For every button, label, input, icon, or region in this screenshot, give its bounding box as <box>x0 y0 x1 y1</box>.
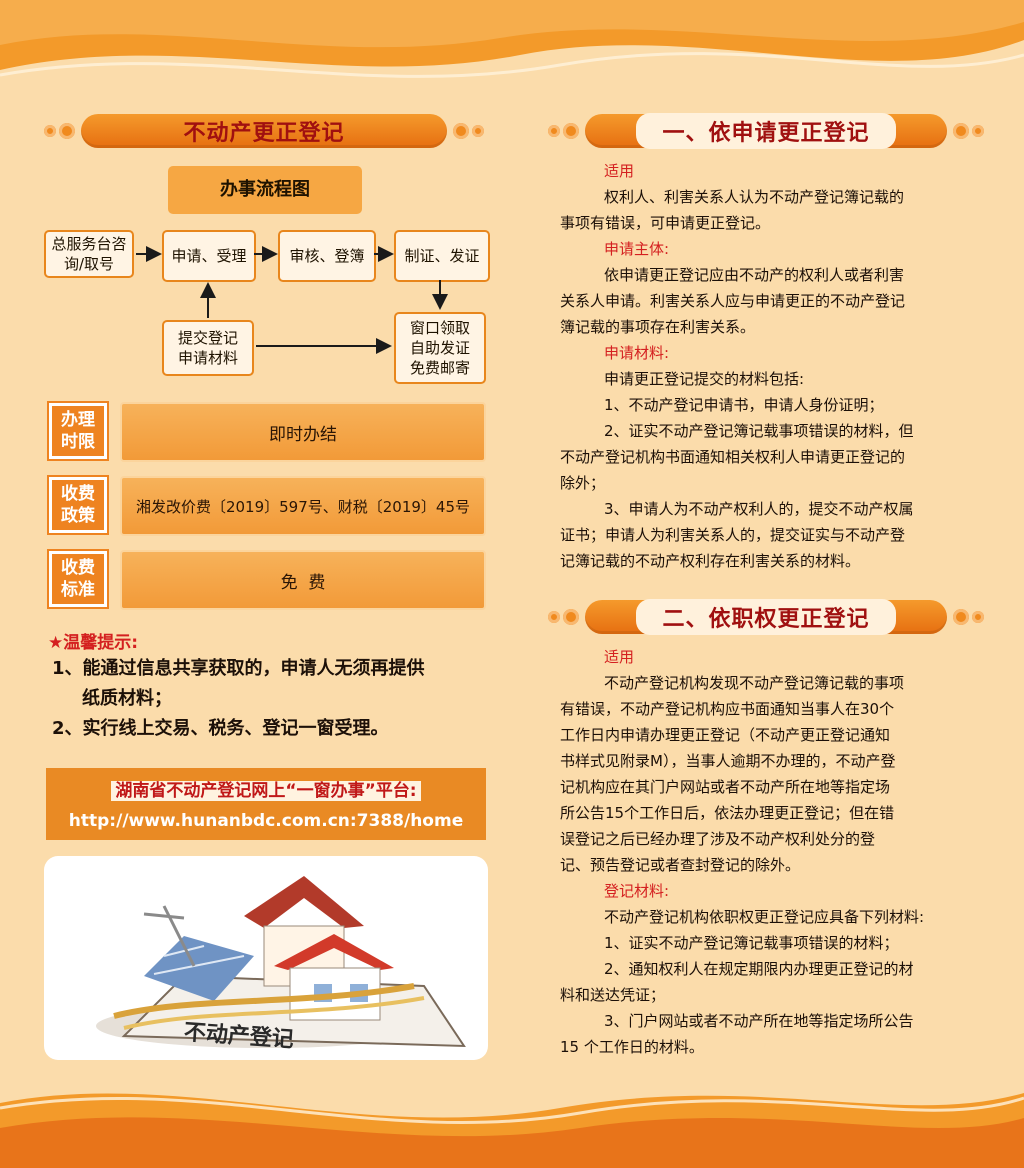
text-line: 2、证实不动产登记簿记载事项错误的材料，但 <box>604 422 914 440</box>
text-line: 权利人、利害关系人认为不动产登记簿记载的 <box>604 188 905 206</box>
text-line: 不动产登记机构依职权更正登记应具备下列材料: <box>604 908 925 926</box>
flow-step-accept: 申请、受理 <box>162 230 256 282</box>
text-line: 记、预告登记或者查封登记的除外。 <box>560 856 801 874</box>
left-section-title-text: 不动产更正登记 <box>81 114 447 148</box>
dots-icon <box>548 609 579 625</box>
right-section2-title-text: 二、依职权更正登记 <box>585 599 947 635</box>
label-materials: 登记材料: <box>604 882 670 900</box>
tag-processing-time: 办理时限 <box>47 401 109 461</box>
dots-icon <box>953 123 984 139</box>
label-subject: 申请主体: <box>604 240 670 258</box>
flow-step-consult: 总服务台咨询/取号 <box>44 230 134 278</box>
value-processing-time: 即时办结 <box>120 402 486 462</box>
tip-1-cont: 纸质材料； <box>82 688 172 709</box>
text-line: 记簿记载的不动产权利存在利害关系的材料。 <box>560 552 861 570</box>
text-line: 事项有错误，可申请更正登记。 <box>560 214 771 232</box>
label-applicable: 适用 <box>604 648 635 666</box>
text-line: 1、不动产登记申请书，申请人身份证明； <box>604 396 884 414</box>
right-section1-title: 一、依申请更正登记 <box>548 113 984 149</box>
flow-step-certificate: 制证、发证 <box>394 230 490 282</box>
house-icon <box>96 876 466 1048</box>
text-line: 2、通知权利人在规定期限内办理更正登记的材 <box>604 960 914 978</box>
text-line: 申请更正登记提交的材料包括: <box>604 370 805 388</box>
bottom-wave-decoration <box>0 1093 1024 1168</box>
text-line: 1、证实不动产登记簿记载事项错误的材料； <box>604 934 899 952</box>
text-line: 工作日内申请办理更正登记（不动产更正登记通知 <box>560 726 891 744</box>
text-line: 有错误，不动产登记机构应书面通知当事人在30个 <box>560 700 895 718</box>
text-line: 料和送达凭证； <box>560 986 666 1004</box>
dots-icon <box>453 123 484 139</box>
left-section-title: 不动产更正登记 <box>44 114 484 148</box>
label-materials: 申请材料: <box>604 344 670 362</box>
dots-icon <box>953 609 984 625</box>
value-fee-standard: 免 费 <box>120 550 486 610</box>
text-line: 不动产登记机构发现不动产登记簿记载的事项 <box>604 674 905 692</box>
flow-step-review: 审核、登簿 <box>278 230 376 282</box>
tag-fee-policy: 收费政策 <box>47 475 109 535</box>
text-line: 不动产登记机构书面通知相关权利人申请更正登记的 <box>560 448 906 466</box>
section2-content: 适用 不动产登记机构发现不动产登记簿记载的事项 有错误，不动产登记机构应书面通知… <box>560 644 990 1060</box>
text-line: 依申请更正登记应由不动产的权利人或者利害 <box>604 266 905 284</box>
house-illustration: 不动产登记 <box>44 856 488 1060</box>
text-line: 记机构应在其门户网站或者不动产所在地等指定场 <box>560 778 891 796</box>
flow-arrows <box>136 246 448 354</box>
platform-label: 湖南省不动产登记网上“一窗办事”平台: <box>56 776 476 806</box>
tag-fee-standard: 收费标准 <box>47 549 109 609</box>
text-line: 除外； <box>560 474 606 492</box>
text-line: 书样式见附录M），当事人逾期不办理的，不动产登 <box>560 752 896 770</box>
text-line: 所公告15个工作日后，依法办理更正登记；但在错 <box>560 804 895 822</box>
text-line: 误登记之后已经办理了涉及不动产权利处分的登 <box>560 830 876 848</box>
text-line: 证书；申请人为利害关系人的，提交证实与不动产登 <box>560 526 906 544</box>
flow-step-collect: 窗口领取自助发证免费邮寄 <box>394 312 486 384</box>
tips-list: 1、能通过信息共享获取的，申请人无须再提供 纸质材料； 2、实行线上交易、税务、… <box>52 654 492 744</box>
platform-url[interactable]: http://www.hunanbdc.com.cn:7388/home <box>68 811 464 831</box>
tip-1: 1、能通过信息共享获取的，申请人无须再提供 <box>52 658 425 679</box>
label-applicable: 适用 <box>604 162 635 180</box>
section1-content: 适用 权利人、利害关系人认为不动产登记簿记载的 事项有错误，可申请更正登记。 申… <box>560 158 990 574</box>
text-line: 关系人申请。利害关系人应与申请更正的不动产登记 <box>560 292 906 310</box>
platform-banner: 湖南省不动产登记网上“一窗办事”平台: http://www.hunanbdc.… <box>46 768 486 840</box>
text-line: 15 个工作日的材料。 <box>560 1038 704 1056</box>
value-fee-policy: 湘发改价费〔2019〕597号、财税〔2019〕45号 <box>120 476 486 536</box>
text-line: 簿记载的事项存在利害关系。 <box>560 318 756 336</box>
right-section2-title: 二、依职权更正登记 <box>548 599 984 635</box>
flow-title: 办事流程图 <box>168 166 362 214</box>
flow-step-submit: 提交登记申请材料 <box>162 320 254 376</box>
tip-2: 2、实行线上交易、税务、登记一窗受理。 <box>52 718 389 739</box>
tips-title: ★温馨提示: <box>48 633 139 653</box>
right-section1-title-text: 一、依申请更正登记 <box>585 113 947 149</box>
text-line: 3、门户网站或者不动产所在地等指定场所公告 <box>604 1012 914 1030</box>
text-line: 3、申请人为不动产权利人的，提交不动产权属 <box>604 500 914 518</box>
dots-icon <box>44 123 75 139</box>
dots-icon <box>548 123 579 139</box>
